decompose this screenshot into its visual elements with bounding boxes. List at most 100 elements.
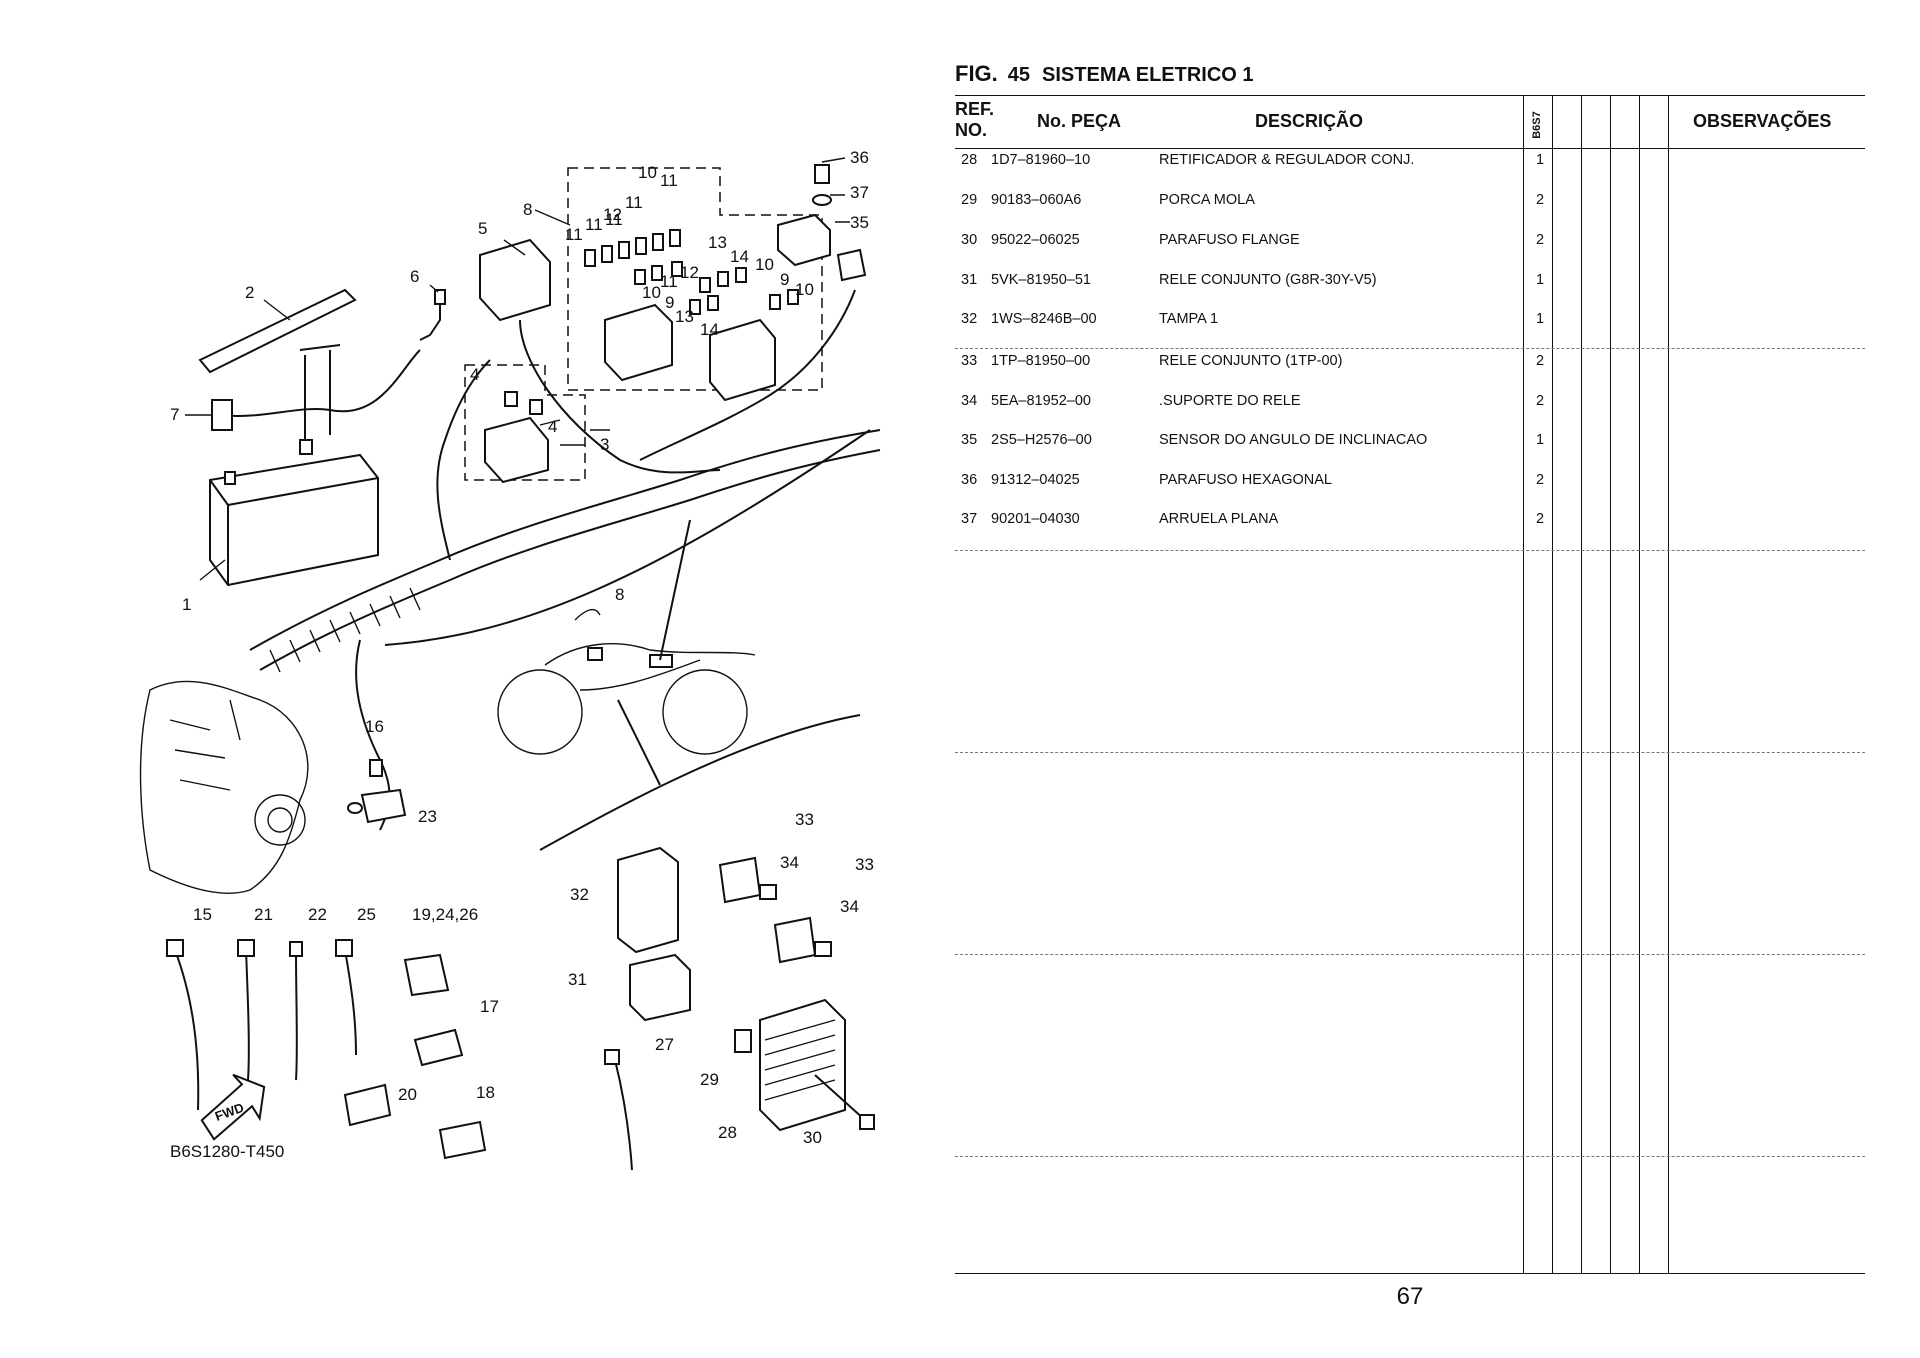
group-divider [955, 1156, 1865, 1157]
callout-28: 28 [718, 1123, 737, 1142]
callout-29: 29 [700, 1070, 719, 1089]
cable-ties [166, 939, 357, 1111]
callout-12b: 12 [680, 263, 699, 282]
plain-washer [812, 194, 832, 206]
relay-31 [629, 953, 691, 1022]
callout-35: 35 [850, 213, 869, 232]
col-rule-remarks [1668, 95, 1669, 1273]
callout-4b: 4 [548, 417, 557, 436]
group-divider [955, 550, 1865, 551]
callout-18: 18 [476, 1083, 495, 1102]
callout-23: 23 [418, 807, 437, 826]
relay-33b [773, 916, 817, 964]
header-model-code: B6S7 [1530, 111, 1543, 139]
col-rule-model [1523, 95, 1524, 1273]
callout-11d: 11 [660, 171, 678, 190]
callout-37: 37 [850, 183, 869, 202]
header-part-no: No. PEÇA [1037, 111, 1122, 131]
callout-9a: 9 [665, 293, 674, 312]
callout-6: 6 [410, 267, 419, 286]
callout-1: 1 [182, 595, 191, 614]
callout-13a: 13 [708, 233, 727, 252]
callout-7: 7 [170, 405, 179, 424]
relay-secondary [709, 318, 776, 402]
callout-22: 22 [308, 905, 327, 924]
callout-32: 32 [570, 885, 589, 904]
callout-12a: 12 [603, 205, 622, 224]
callout-27: 27 [655, 1035, 674, 1054]
motorcycle-silhouette [497, 608, 756, 755]
fuses [504, 229, 799, 415]
callout-11b: 11 [585, 215, 603, 234]
col-rule-2 [1552, 95, 1553, 1273]
callout-20: 20 [398, 1085, 417, 1104]
callout-21: 21 [254, 905, 273, 924]
callout-11e: 11 [660, 272, 678, 291]
diagram-code: B6S1280-T450 [170, 1142, 284, 1161]
callout-11c: 11 [625, 193, 643, 212]
cover-32 [617, 846, 679, 954]
header-description: DESCRIÇÃO [1255, 111, 1364, 131]
relay-33a [718, 856, 762, 904]
battery-strap [198, 288, 357, 374]
fwd-arrow-icon: FWD [200, 1073, 266, 1141]
clamp-23 [360, 788, 407, 824]
callout-16: 16 [365, 717, 384, 736]
callout-34b: 34 [840, 897, 859, 916]
col-rule-5 [1639, 95, 1640, 1273]
callout-17: 17 [480, 997, 499, 1016]
callout-3: 3 [600, 435, 609, 454]
callout-10b: 10 [755, 255, 774, 274]
callout-33b: 33 [855, 855, 874, 874]
relay-group-box [567, 167, 823, 391]
callout-25: 25 [357, 905, 376, 924]
battery [209, 439, 379, 587]
callout-36: 36 [850, 148, 869, 167]
table-header-rule [955, 148, 1865, 149]
rectifier-regulator [759, 998, 846, 1132]
callout-8a: 8 [523, 200, 532, 219]
wire-harness [249, 429, 881, 651]
group-divider [955, 954, 1865, 955]
callout-10d: 10 [638, 163, 657, 182]
group-divider [955, 348, 1865, 349]
starter-relay-group-box [464, 364, 586, 481]
callout-10a: 10 [642, 283, 661, 302]
callout-4a: 4 [470, 365, 479, 384]
relay-5 [479, 238, 551, 322]
figure-number: 45 [1007, 64, 1031, 86]
group-divider [955, 752, 1865, 753]
callout-34a: 34 [780, 853, 799, 872]
table-bottom-rule [955, 1273, 1865, 1274]
callout-11f: 11 [605, 210, 623, 229]
callout-15: 15 [193, 905, 212, 924]
relay-main [604, 303, 673, 382]
col-rule-4 [1610, 95, 1611, 1273]
page-number: 67 [1396, 1283, 1424, 1310]
col-rule-3 [1581, 95, 1582, 1273]
header-ref-no: REF. NO. [955, 99, 995, 140]
hex-bolt [814, 164, 830, 184]
callout-30: 30 [803, 1128, 822, 1147]
callout-11a: 11 [565, 225, 583, 244]
callout-13b: 13 [675, 307, 694, 326]
callout-14a: 14 [730, 247, 749, 266]
table-top-rule [955, 95, 1865, 96]
figure-name: SISTEMA ELETRICO 1 [1042, 64, 1254, 86]
engine-outline [139, 680, 309, 894]
lean-angle-sensor [777, 213, 831, 267]
starter-relay [484, 416, 549, 484]
callout-31: 31 [568, 970, 587, 989]
callout-14b: 14 [700, 320, 719, 339]
